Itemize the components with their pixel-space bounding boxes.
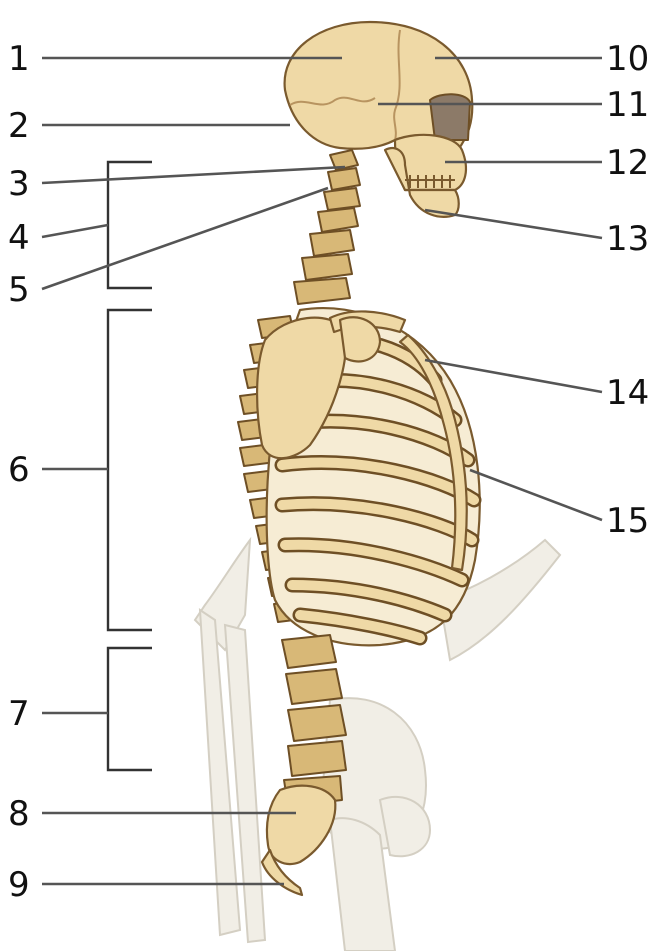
sacrum <box>267 786 335 864</box>
label-12: 12 <box>606 143 649 183</box>
label-14: 14 <box>606 373 649 413</box>
label-10: 10 <box>606 39 649 79</box>
label-13: 13 <box>606 219 649 259</box>
vertebra <box>310 230 354 256</box>
cervical-spine <box>294 150 360 304</box>
vertebra <box>318 208 358 232</box>
bracket-cervical <box>108 162 152 288</box>
leader-13 <box>425 210 602 238</box>
vertebra <box>324 188 360 210</box>
leader-15 <box>470 470 602 520</box>
skull <box>285 22 473 217</box>
leader-3 <box>42 167 345 183</box>
label-5: 5 <box>8 270 30 310</box>
labels-right: 10 11 12 13 14 15 <box>606 39 649 541</box>
bracket-lumbar <box>108 648 152 770</box>
label-11: 11 <box>606 85 649 125</box>
orbit <box>430 94 470 140</box>
vertebra <box>288 741 346 776</box>
label-7: 7 <box>8 694 30 734</box>
lumbar-spine <box>282 635 346 806</box>
vertebra <box>288 705 346 741</box>
sacrum-coccyx <box>262 786 335 895</box>
vertebra <box>328 168 360 190</box>
label-4: 4 <box>8 218 30 258</box>
leader-5 <box>42 188 328 289</box>
label-1: 1 <box>8 39 30 79</box>
vertebra <box>286 669 342 704</box>
label-9: 9 <box>8 865 30 905</box>
label-3: 3 <box>8 164 30 204</box>
label-2: 2 <box>8 106 30 146</box>
label-8: 8 <box>8 794 30 834</box>
vertebra <box>294 278 350 304</box>
label-15: 15 <box>606 501 649 541</box>
bracket-thoracic <box>108 310 152 630</box>
label-6: 6 <box>8 450 30 490</box>
vertebra <box>282 635 336 668</box>
vertebra <box>302 254 352 280</box>
leader-4 <box>42 225 108 237</box>
labels-left: 1 2 3 4 5 6 7 8 9 <box>8 39 30 905</box>
